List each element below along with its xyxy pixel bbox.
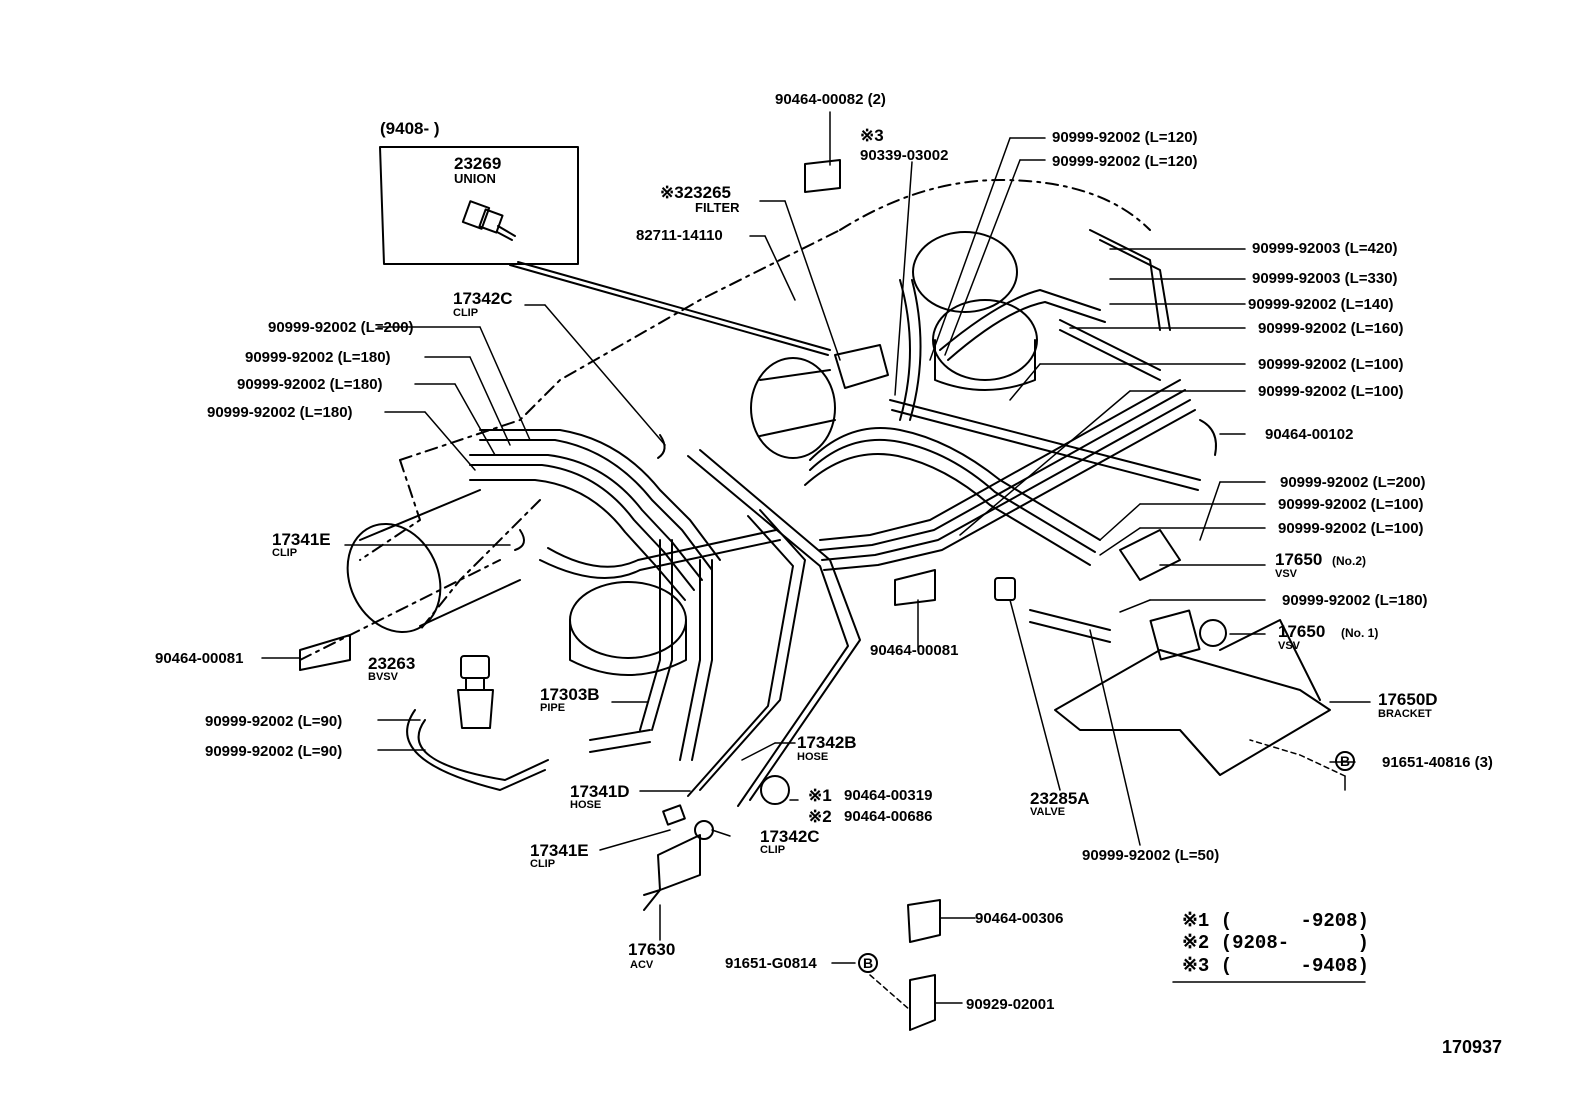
- inset-frame: [379, 146, 831, 356]
- legend-row-1: ※1 ( -9208): [1182, 910, 1369, 932]
- callout-hose-l180-a: 90999-92002 (L=180): [245, 349, 391, 366]
- filter-canister: [750, 344, 889, 459]
- callout-17341e-upper-number: 17341E: [272, 530, 331, 549]
- callout-17630-number: 17630: [628, 940, 676, 959]
- vacuum-tank: [569, 231, 1038, 676]
- callout-hose-l420: 90999-92003 (L=420): [1252, 240, 1398, 257]
- callout-hose-l120-a: 90999-92002 (L=120): [1052, 129, 1198, 146]
- callout-17303b-name: PIPE: [540, 702, 566, 714]
- callout-91651-g0814: 91651-G0814: [725, 955, 817, 972]
- callout-17341e-upper-name: CLIP: [272, 547, 298, 559]
- callout-hose-l180-d: 90999-92002 (L=180): [1282, 592, 1428, 609]
- callout-17342b-number: 17342B: [797, 733, 857, 752]
- callout-hose-l120-b: 90999-92002 (L=120): [1052, 153, 1198, 170]
- callout-hose-l100-a: 90999-92002 (L=100): [1258, 356, 1404, 373]
- callout-17341d-number: 17341D: [570, 782, 630, 801]
- note-mark-2: ※2: [808, 807, 832, 826]
- callout-17650-no2-tag: (No.2): [1332, 554, 1366, 568]
- callout-17342c-lower-name: CLIP: [760, 844, 786, 856]
- hose-bundle: [406, 229, 1201, 807]
- callout-17342c-top-number: 17342C: [453, 289, 513, 308]
- note-mark-1: ※1: [808, 786, 832, 805]
- leader-lines: [261, 111, 1371, 1011]
- callout-17303b-number: 17303B: [540, 685, 600, 704]
- callout-90929-02001: 90929-02001: [966, 996, 1055, 1013]
- callout-hose-l160: 90999-92002 (L=160): [1258, 320, 1404, 337]
- bolt-mark-b-right: B: [1335, 751, 1355, 771]
- note-mark-3: ※3: [860, 126, 884, 145]
- callout-23263-number: 23263: [368, 654, 416, 673]
- callout-90464-00306: 90464-00306: [975, 910, 1064, 927]
- callout-17342b-name: HOSE: [797, 751, 829, 763]
- vsv-bracket: [1054, 529, 1331, 776]
- callout-17650-no1-name: VSV: [1278, 640, 1301, 652]
- inset-part-number: 23269: [454, 154, 502, 173]
- callout-hose-l100-c: 90999-92002 (L=100): [1278, 496, 1424, 513]
- inset-part-name: UNION: [454, 171, 496, 186]
- callout-hose-l330: 90999-92003 (L=330): [1252, 270, 1398, 287]
- callout-hose-l140: 90999-92002 (L=140): [1248, 296, 1394, 313]
- callout-hose-l180-b: 90999-92002 (L=180): [237, 376, 383, 393]
- callout-17650-no1-tag: (No. 1): [1341, 626, 1379, 640]
- callout-hose-l50: 90999-92002 (L=50): [1082, 847, 1220, 864]
- callout-23263-name: BVSV: [368, 671, 398, 683]
- callout-17650d-name: BRACKET: [1378, 708, 1432, 720]
- callout-hose-l200-right: 90999-92002 (L=200): [1280, 474, 1426, 491]
- callout-17341e-lower-number: 17341E: [530, 841, 589, 860]
- callout-17341d-name: HOSE: [570, 799, 602, 811]
- callout-23285a-name: VALVE: [1030, 806, 1066, 818]
- inset-header: (9408- ): [380, 119, 440, 138]
- legend-row-3: ※3 ( -9408): [1182, 955, 1369, 977]
- air-duct: [346, 489, 521, 634]
- callout-hose-l200-left: 90999-92002 (L=200): [268, 319, 414, 336]
- callout-82711-14110: 82711-14110: [636, 227, 723, 244]
- callout-23265-number: ※323265: [660, 183, 731, 202]
- callout-hose-l90-b: 90999-92002 (L=90): [205, 743, 343, 760]
- callout-17342c-lower-number: 17342C: [760, 827, 820, 846]
- callout-17630-name: ACV: [630, 959, 654, 971]
- callout-17341e-lower-name: CLIP: [530, 858, 556, 870]
- callout-90464-00081-center: 90464-00081: [870, 642, 959, 659]
- callout-hose-l100-d: 90999-92002 (L=100): [1278, 520, 1424, 537]
- legend-row-2: ※2 (9208- ): [1182, 932, 1369, 954]
- callout-17342c-top-name: CLIP: [453, 307, 479, 319]
- callout-90464-00082: 90464-00082 (2): [775, 91, 886, 108]
- callout-17650-no2-number: 17650: [1275, 550, 1323, 569]
- callout-17650-no1-number: 17650: [1278, 622, 1326, 641]
- valve-parts: [457, 577, 1016, 911]
- callout-hose-l180-c: 90999-92002 (L=180): [207, 404, 353, 421]
- callout-hose-l100-b: 90999-92002 (L=100): [1258, 383, 1404, 400]
- callout-91651-40816: 91651-40816 (3): [1382, 754, 1493, 771]
- callout-90464-00686: 90464-00686: [844, 808, 933, 825]
- callout-23265-name: FILTER: [695, 200, 740, 215]
- callout-17650d-number: 17650D: [1378, 690, 1438, 709]
- callout-17650-no2-name: VSV: [1275, 568, 1298, 580]
- callout-23285a-number: 23285A: [1030, 789, 1090, 808]
- clip-shapes: [299, 159, 1217, 1031]
- bolt-mark-b-lower: B: [858, 953, 878, 973]
- callout-hose-l90-a: 90999-92002 (L=90): [205, 713, 343, 730]
- callout-90464-00319: 90464-00319: [844, 787, 933, 804]
- callout-90464-00081-left: 90464-00081: [155, 650, 244, 667]
- callout-90339-03002: 90339-03002: [860, 147, 949, 164]
- figure-number: 170937: [1442, 1037, 1503, 1057]
- callout-90464-00102: 90464-00102: [1265, 426, 1354, 443]
- engine-outline: [299, 179, 1151, 661]
